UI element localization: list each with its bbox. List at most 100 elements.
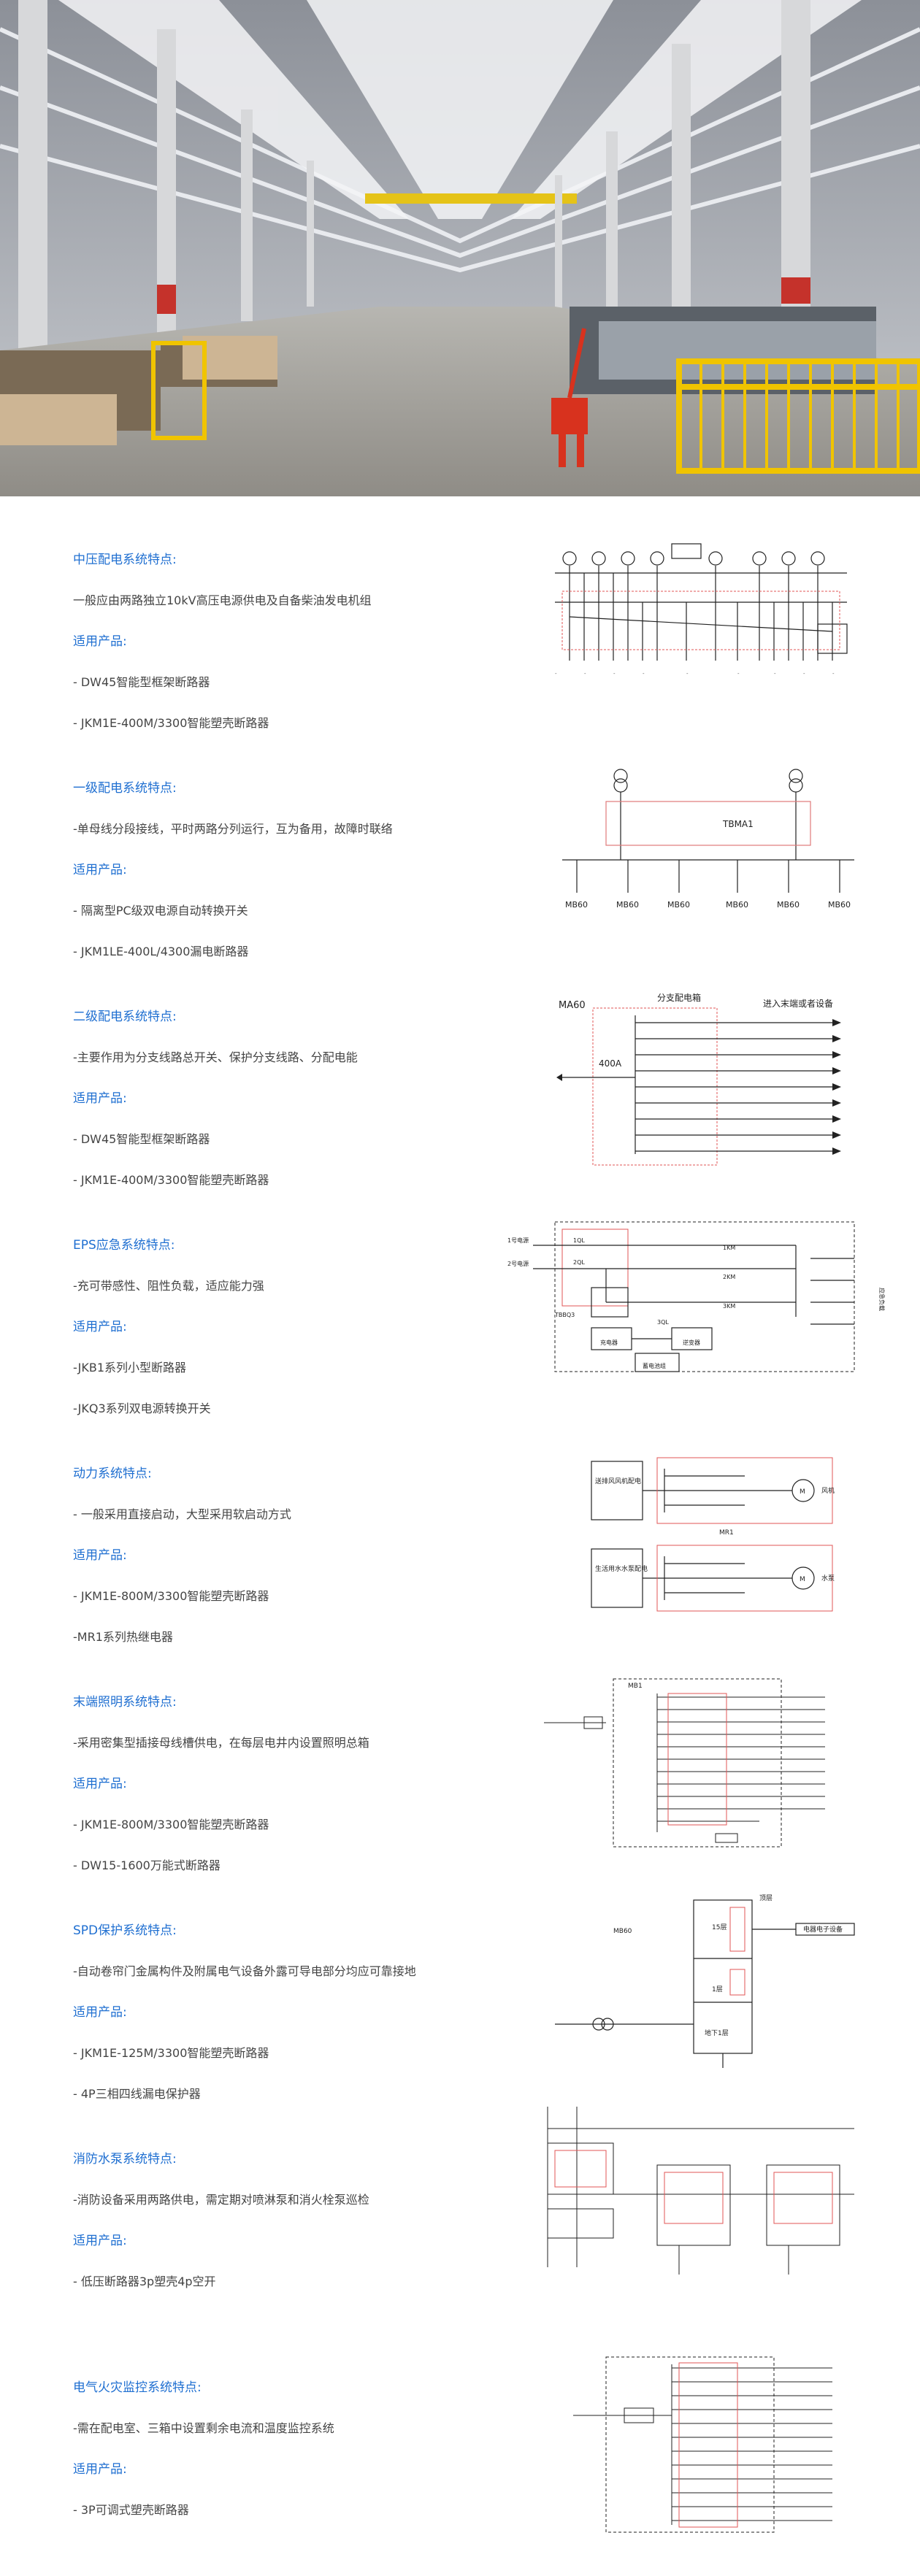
breaker-label: MB60 bbox=[828, 900, 851, 910]
products-label: 适用产品: bbox=[73, 1320, 127, 1334]
section-lighting: 末端照明系统特点: -采用密集型插接母线槽供电，在每层电井内设置照明总箱 适用产… bbox=[0, 1678, 920, 1883]
in1-label: 1号电源 bbox=[507, 1237, 529, 1244]
breaker-label: MB60 bbox=[616, 900, 639, 910]
section-desc: -采用密集型插接母线槽供电，在每层电井内设置照明总箱 bbox=[73, 1736, 369, 1750]
in2-label: 2号电源 bbox=[507, 1260, 529, 1267]
products-label: 适用产品: bbox=[73, 2005, 127, 2020]
section-title: SPD保护系统特点: bbox=[73, 1923, 177, 1938]
section-desc: -充可带感性、阻性负载，适应能力强 bbox=[73, 1279, 264, 1293]
section-desc: -消防设备采用两路供电，需定期对喷淋泵和消火栓泵巡检 bbox=[73, 2193, 369, 2207]
panel-label: MB1 bbox=[628, 1683, 643, 1690]
bus-label: TBMA1 bbox=[722, 819, 754, 829]
breaker-label: MB60 bbox=[565, 900, 588, 910]
diagram-primary-distribution: TBMA1 MB60 MB60 MB60 MB60 MB60 MB60 bbox=[555, 758, 876, 947]
section-text: 一级配电系统特点: -单母线分段接线，平时两路分列运行，互为备用，故障时联络 适… bbox=[73, 780, 526, 961]
svg-text:-: - bbox=[584, 671, 586, 677]
product-item: - 隔离型PC级双电源自动转换开关 bbox=[73, 904, 248, 918]
out-label: 进入末端或者设备 bbox=[763, 999, 833, 1009]
breaker-label: MB60 bbox=[667, 900, 690, 910]
section-fire-monitoring: 电气火灾监控系统特点: -需在配电室、三箱中设置剩余电流和温度监控系统 适用产品… bbox=[0, 2356, 920, 2569]
mid-label: MR1 bbox=[719, 1529, 734, 1537]
product-item: - 低压断路器3p塑壳4p空开 bbox=[73, 2275, 216, 2288]
breaker-label: MB60 bbox=[726, 900, 748, 910]
load-label: 应急负载 bbox=[878, 1288, 886, 1311]
section-title: 消防水泵系统特点: bbox=[73, 2152, 177, 2166]
m1-label: 风机 bbox=[821, 1486, 835, 1495]
diagram-eps: 1号电源 2号电源 1QL 2QL 3QL 1KM 2KM 3KM TBBQ3 … bbox=[504, 1215, 898, 1375]
section-text: EPS应急系统特点: -充可带感性、阻性负载，适应能力强 适用产品: -JKB1… bbox=[73, 1237, 526, 1418]
q2-label: 2QL bbox=[573, 1259, 585, 1266]
top-label: 顶层 bbox=[759, 1894, 773, 1902]
diagram-fire-monitoring bbox=[570, 2350, 876, 2540]
section-text: 末端照明系统特点: -采用密集型插接母线槽供电，在每层电井内设置照明总箱 适用产… bbox=[73, 1693, 526, 1875]
products-label: 适用产品: bbox=[73, 634, 127, 649]
inverter-label: 逆变器 bbox=[683, 1339, 700, 1346]
breaker-label: MB60 bbox=[777, 900, 800, 910]
section-desc: -需在配电室、三箱中设置剩余电流和温度监控系统 bbox=[73, 2421, 334, 2435]
svg-text:-: - bbox=[686, 671, 689, 677]
km2-label: 2KM bbox=[723, 1274, 735, 1280]
diagram-mv-distribution: --- --- --- bbox=[540, 529, 862, 719]
section-power-system: 动力系统特点: - 一般采用直接启动，大型采用软启动方式 适用产品: - JKM… bbox=[0, 1457, 920, 1655]
section-text: 动力系统特点: - 一般采用直接启动，大型采用软启动方式 适用产品: - JKM… bbox=[73, 1465, 526, 1646]
section-text: 电气火灾监控系统特点: -需在配电室、三箱中设置剩余电流和温度监控系统 适用产品… bbox=[73, 2379, 526, 2519]
products-label: 适用产品: bbox=[73, 1091, 127, 1106]
q1-label: 1QL bbox=[573, 1237, 585, 1244]
panel-label: MB60 bbox=[613, 1928, 632, 1935]
product-item: - JKM1E-800M/3300智能塑壳断路器 bbox=[73, 1818, 269, 1831]
section-title: 电气火灾监控系统特点: bbox=[73, 2380, 202, 2395]
diagram-power: 送排风风机配电 生活用水水泵配电 风机 水泵 MR1 M M bbox=[562, 1450, 869, 1626]
svg-text:-: - bbox=[737, 671, 740, 677]
section-text: 二级配电系统特点: -主要作用为分支线路总开关、保护分支线路、分配电能 适用产品… bbox=[73, 1008, 526, 1189]
svg-text:-: - bbox=[555, 671, 557, 677]
m2-label: 水泵 bbox=[821, 1574, 835, 1583]
box-label: 分支配电箱 bbox=[657, 992, 701, 1003]
section-title: 中压配电系统特点: bbox=[73, 553, 177, 567]
q3-label: 3QL bbox=[657, 1319, 669, 1326]
layer1-label: 1层 bbox=[712, 1985, 723, 1993]
basement-label: 地下1层 bbox=[705, 2029, 729, 2037]
svg-text:-: - bbox=[643, 671, 645, 677]
device-label: 电器电子设备 bbox=[803, 1925, 843, 1934]
section-title: 二级配电系统特点: bbox=[73, 1010, 177, 1024]
section-text: 消防水泵系统特点: -消防设备采用两路供电，需定期对喷淋泵和消火栓泵巡检 适用产… bbox=[73, 2150, 526, 2291]
box2-label: 生活用水水泵配电 bbox=[595, 1564, 648, 1573]
section-desc: - 一般采用直接启动，大型采用软启动方式 bbox=[73, 1507, 291, 1521]
box1-label: 送排风风机配电 bbox=[595, 1477, 641, 1485]
section-desc: -自动卷帘门金属构件及附属电气设备外露可导电部分均应可靠接地 bbox=[73, 1964, 416, 1978]
section-eps-emergency: EPS应急系统特点: -充可带感性、阻性负载，适应能力强 适用产品: -JKB1… bbox=[0, 1221, 920, 1426]
svg-text:-: - bbox=[774, 671, 776, 677]
svg-text:-: - bbox=[832, 671, 835, 677]
product-item: - JKM1LE-400L/4300漏电断路器 bbox=[73, 945, 249, 958]
product-item: - JKM1E-800M/3300智能塑壳断路器 bbox=[73, 1589, 269, 1603]
svg-text:-: - bbox=[803, 671, 805, 677]
svg-text:-: - bbox=[613, 671, 616, 677]
section-text: SPD保护系统特点: -自动卷帘门金属构件及附属电气设备外露可导电部分均应可靠接… bbox=[73, 1922, 526, 2103]
section-title: 一级配电系统特点: bbox=[73, 781, 177, 796]
product-item: - JKM1E-400M/3300智能塑壳断路器 bbox=[73, 1173, 269, 1187]
section-secondary-distribution: 二级配电系统特点: -主要作用为分支线路总开关、保护分支线路、分配电能 适用产品… bbox=[0, 992, 920, 1198]
product-item: -JKQ3系列双电源转换开关 bbox=[73, 1402, 211, 1415]
km3-label: 3KM bbox=[723, 1303, 735, 1310]
motor-label: M bbox=[800, 1488, 805, 1496]
panel-label: MA60 bbox=[559, 1000, 586, 1011]
product-item: - DW15-1600万能式断路器 bbox=[73, 1858, 221, 1872]
diagram-secondary-distribution: MA60 分支配电箱 进入末端或者设备 400A bbox=[555, 986, 876, 1176]
product-item: - 3P可调式塑壳断路器 bbox=[73, 2503, 189, 2517]
ats-label: TBBQ3 bbox=[554, 1312, 575, 1318]
product-item: - 4P三相四线漏电保护器 bbox=[73, 2087, 201, 2101]
products-label: 适用产品: bbox=[73, 2462, 127, 2477]
section-desc: 一般应由两路独立10kV高压电源供电及自备柴油发电机组 bbox=[73, 593, 372, 607]
section-spd-protection: SPD保护系统特点: -自动卷帘门金属构件及附属电气设备外露可导电部分均应可靠接… bbox=[0, 1894, 920, 2112]
section-title: 动力系统特点: bbox=[73, 1466, 152, 1481]
section-text: 中压配电系统特点: 一般应由两路独立10kV高压电源供电及自备柴油发电机组 适用… bbox=[73, 551, 526, 732]
products-label: 适用产品: bbox=[73, 863, 127, 877]
diagram-spd: MB60 顶层 15层 1层 地下1层 电器电子设备 bbox=[548, 1885, 869, 2075]
product-item: -JKB1系列小型断路器 bbox=[73, 1361, 187, 1374]
product-item: -MR1系列热继电器 bbox=[73, 1630, 173, 1644]
section-primary-distribution: 一级配电系统特点: -单母线分段接线，平时两路分列运行，互为备用，故障时联络 适… bbox=[0, 769, 920, 969]
diagram-fire-pump bbox=[533, 2099, 869, 2289]
section-fire-pump: 消防水泵系统特点: -消防设备采用两路供电，需定期对喷淋泵和消火栓泵巡检 适用产… bbox=[0, 2107, 920, 2340]
products-label: 适用产品: bbox=[73, 1777, 127, 1791]
